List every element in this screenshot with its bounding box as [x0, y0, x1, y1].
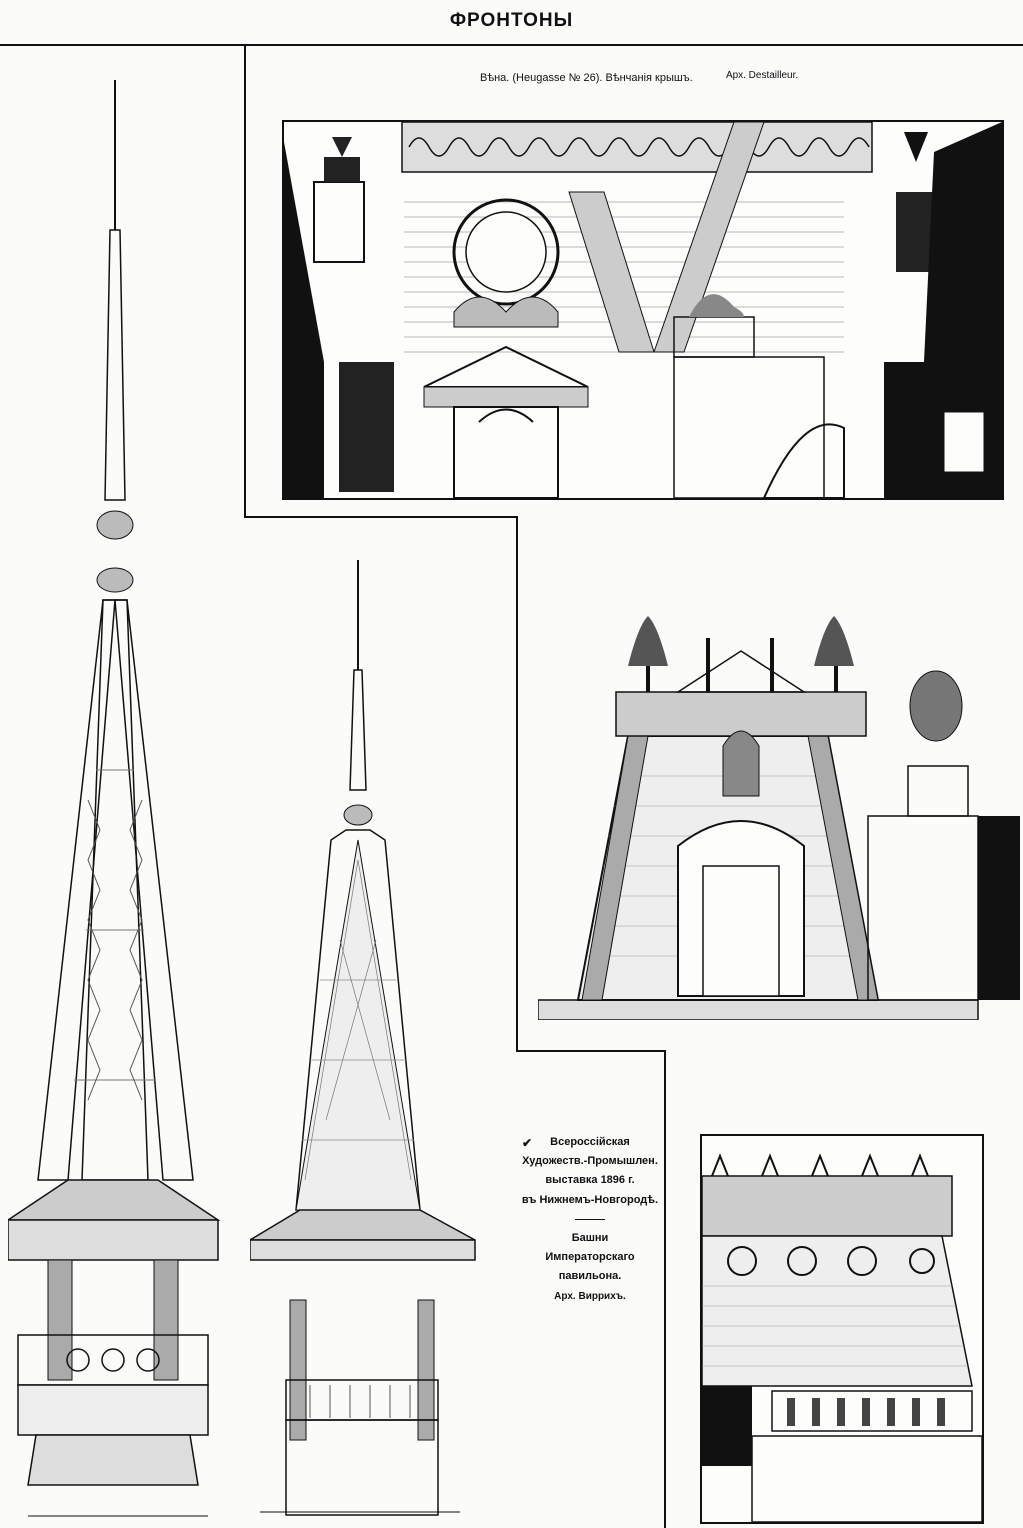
- frame-line-mid: [244, 516, 518, 518]
- exhibition-line1: Всероссійская: [550, 1136, 630, 1148]
- towers-line1: Башни: [571, 1231, 609, 1244]
- tower-roof-illustration: [538, 616, 1020, 1020]
- tower-roof-drawing: [538, 596, 1020, 1020]
- frame-line-low: [516, 1050, 666, 1052]
- short-spire-drawing: [250, 560, 480, 1520]
- frame-line-right: [664, 1050, 666, 1528]
- towers-architect: Арх. Виррихъ.: [554, 1291, 626, 1303]
- frame-line-drop: [516, 516, 518, 1052]
- exhibition-line3: выставка 1896 г.: [545, 1174, 635, 1187]
- page-title: ФРОНТОНЫ: [449, 10, 574, 31]
- caption-divider: [575, 1218, 605, 1220]
- vienna-architect: Арх. Destailleur.: [726, 70, 799, 81]
- cornice-detail-illustration: [702, 1136, 982, 1522]
- pointer-icon: ✔: [522, 1136, 533, 1150]
- tall-spire-drawing: [8, 80, 223, 1518]
- frame-line-left: [244, 46, 246, 518]
- exhibition-line4: въ Нижнемъ-Новгородѣ.: [521, 1193, 659, 1206]
- header-rule: [0, 44, 1023, 46]
- vienna-roof-drawing: [282, 120, 1004, 500]
- exhibition-caption: ✔ Всероссійская Художеств.-Промышлен. вы…: [520, 1136, 660, 1303]
- vienna-caption: Вѣна. (Heugasse № 26). Вѣнчанія крышъ.: [480, 72, 693, 84]
- towers-line2: Императорскаго: [545, 1250, 635, 1263]
- exhibition-line2: Художеств.-Промышлен.: [522, 1155, 658, 1168]
- short-spire-illustration: [250, 560, 476, 1516]
- tall-spire-illustration: [8, 80, 221, 1517]
- vienna-roof-illustration: [284, 122, 1002, 498]
- towers-line3: павильона.: [558, 1270, 622, 1283]
- cornice-detail-drawing: [700, 1134, 984, 1524]
